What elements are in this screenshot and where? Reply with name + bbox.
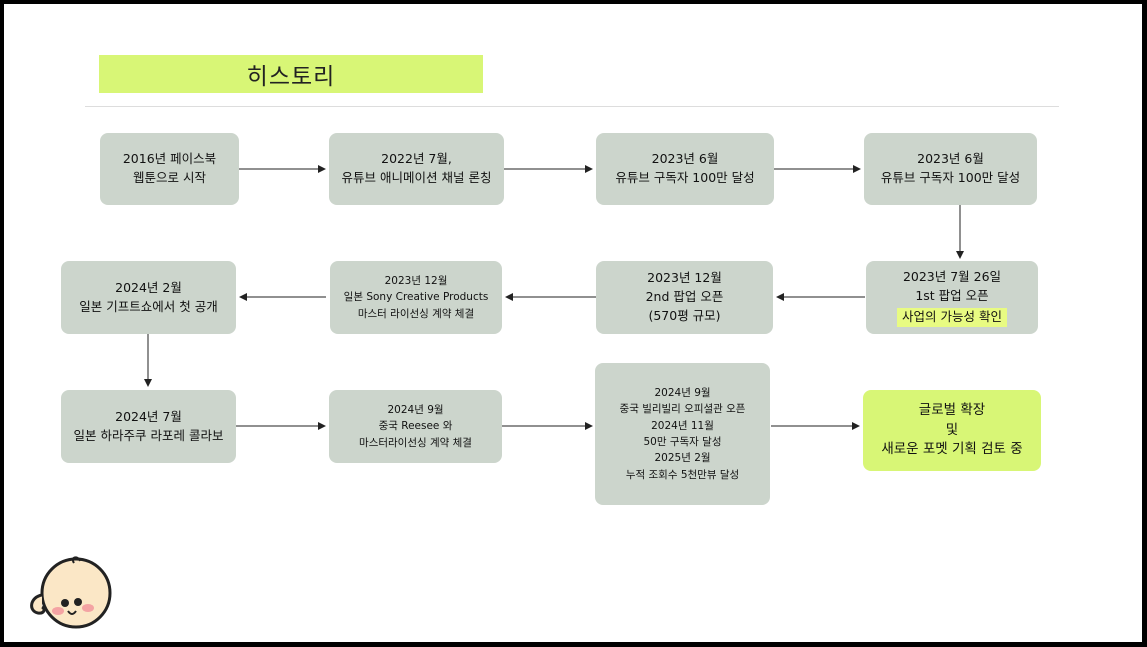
milestone-line: 유튜브 애니메이션 채널 론칭 <box>341 170 492 185</box>
milestone-box: 2023년 12월 일본 Sony Creative Products 마스터 … <box>330 261 502 334</box>
milestone-line: 1st 팝업 오픈 <box>915 288 989 304</box>
smiling-baby-face-icon <box>30 556 112 629</box>
milestone-line: 2nd 팝업 오픈 <box>645 289 724 305</box>
milestone-line: 2024년 11월 <box>651 419 714 432</box>
milestone-line: 유튜브 구독자 100만 달성 <box>880 170 1021 185</box>
milestone-line: 2024년 7월 <box>115 408 182 424</box>
page-title: 히스토리 <box>246 64 336 90</box>
milestone-highlight: 사업의 가능성 확인 <box>897 307 1007 327</box>
milestone-line: 일본 Sony Creative Products <box>343 291 489 304</box>
milestone-box: 2023년 12월 2nd 팝업 오픈 (570평 규모) <box>596 261 773 334</box>
milestone-line: 2025년 2월 <box>654 452 711 465</box>
milestone-line: 중국 빌리빌리 오피셜관 오픈 <box>619 403 746 416</box>
milestone-box: 2024년 9월 중국 빌리빌리 오피셜관 오픈 2024년 11월 50만 구… <box>595 363 770 505</box>
milestone-line: 50만 구독자 달성 <box>643 436 722 448</box>
milestone-line: 마스터라이선싱 계약 체결 <box>359 436 472 449</box>
divider <box>85 106 1059 107</box>
milestone-line: 2023년 7월 26일 <box>902 269 1002 285</box>
milestone-line: 일본 기프트쇼에서 첫 공개 <box>79 298 218 314</box>
milestone-line: 2024년 9월 <box>387 404 444 417</box>
milestone-box-highlight: 글로벌 확장 및 새로운 포멧 기획 검토 중 <box>863 390 1041 471</box>
milestone-line: 2023년 6월 <box>917 151 984 167</box>
milestone-line: 및 <box>945 421 959 438</box>
slide: 히스토리 2016년 페이스북 웹툰으로 시작 2022년 7월, 유튜브 <box>4 4 1142 642</box>
milestone-box: 2024년 2월 일본 기프트쇼에서 첫 공개 <box>61 261 236 334</box>
flow-arrows <box>144 165 964 430</box>
milestone-line: (570평 규모) <box>648 307 721 323</box>
milestone-box: 2022년 7월, 유튜브 애니메이션 채널 론칭 <box>329 133 504 205</box>
milestone-line: 글로벌 확장 <box>918 402 986 419</box>
milestone-line: 2023년 12월 <box>647 270 722 286</box>
milestone-box: 2023년 6월 유튜브 구독자 100만 달성 <box>864 133 1037 205</box>
milestone-line: 유튜브 구독자 100만 달성 <box>615 170 755 185</box>
milestone-line: 2022년 7월, <box>381 151 452 167</box>
milestone-box: 2024년 9월 중국 Reesee 와 마스터라이선싱 계약 체결 <box>329 390 502 463</box>
milestone-line: 누적 조회수 5천만뷰 달성 <box>625 468 740 481</box>
milestone-line: 새로운 포멧 기획 검토 중 <box>881 441 1023 458</box>
milestone-box: 2023년 7월 26일 1st 팝업 오픈 사업의 가능성 확인 <box>866 261 1038 334</box>
milestone-line: 웹툰으로 시작 <box>133 170 206 185</box>
milestone-box: 2023년 6월 유튜브 구독자 100만 달성 <box>596 133 774 205</box>
milestone-box: 2016년 페이스북 웹툰으로 시작 <box>100 133 239 205</box>
milestone-line: 일본 하라주쿠 라포레 콜라보 <box>73 427 224 443</box>
milestone-line: 2016년 페이스북 <box>122 151 217 167</box>
milestone-line: 2023년 12월 <box>384 275 448 288</box>
milestone-line: 2024년 2월 <box>115 279 182 295</box>
milestone-line: 마스터 라이선싱 계약 체결 <box>357 307 475 320</box>
milestone-line: 2024년 9월 <box>654 387 711 400</box>
title-bar: 히스토리 <box>99 55 483 93</box>
milestone-box: 2024년 7월 일본 하라주쿠 라포레 콜라보 <box>61 390 236 463</box>
milestone-line: 중국 Reesee 와 <box>378 420 453 433</box>
milestone-line: 2023년 6월 <box>651 151 719 167</box>
